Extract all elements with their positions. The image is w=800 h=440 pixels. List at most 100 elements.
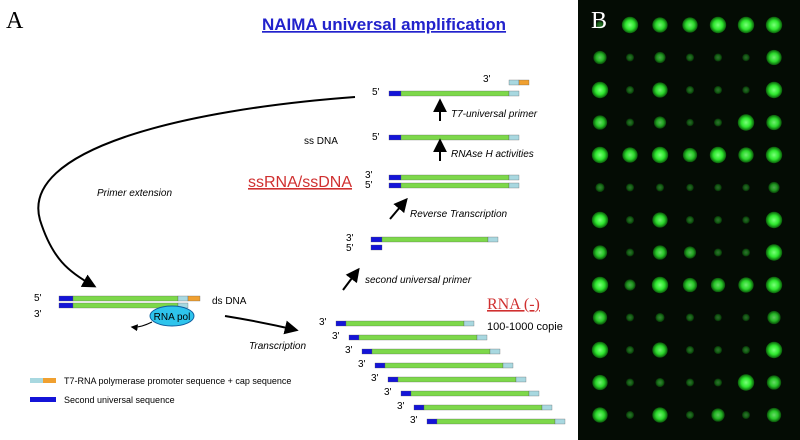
strand-rt-top (370, 236, 499, 243)
microarray-spot (625, 378, 635, 387)
microarray-spot (655, 312, 665, 323)
panel-b-letter: B (591, 8, 607, 34)
arrow-reverse-transcription (389, 197, 408, 220)
strand-rna-copy (348, 334, 488, 341)
strand-end-label: 5' (346, 243, 354, 254)
second-universal-segment (370, 236, 383, 243)
second-universal-segment (374, 362, 386, 369)
microarray-spot (686, 183, 694, 192)
microarray-spot (625, 345, 635, 355)
microarray-spot (685, 215, 695, 225)
cap-segment (187, 295, 201, 302)
t7-promoter-segment (508, 79, 520, 86)
microarray-spot (741, 345, 751, 355)
cap-segment (518, 79, 530, 86)
strand-end-label: 3' (410, 415, 418, 426)
t7-promoter-segment (487, 236, 499, 243)
microarray-spot (737, 114, 755, 131)
microarray-spot (714, 183, 722, 192)
microarray-spot (682, 277, 698, 293)
microarray-spot (682, 147, 698, 163)
microarray-spot (622, 147, 638, 163)
strand-end-label: 3' (332, 331, 340, 342)
rna-pol-arrow (130, 321, 153, 332)
microarray-spot (738, 277, 754, 293)
strand-rt-primer (370, 244, 383, 251)
microarray-spot (654, 51, 666, 64)
microarray-spot (592, 115, 608, 130)
microarray-spot (709, 146, 727, 164)
strand-end-label: 3' (346, 233, 354, 244)
sequence-segment (400, 182, 510, 189)
microarray-spot (592, 407, 608, 423)
second-universal-segment (426, 418, 438, 425)
microarray-spot (713, 118, 723, 127)
microarray-spot (742, 216, 750, 224)
microarray-spot (714, 313, 722, 322)
t7-promoter-segment (508, 174, 520, 181)
microarray-spot (713, 53, 723, 62)
microarray-spot (765, 16, 783, 34)
microarray-spot (685, 345, 695, 355)
heading-rna-minus: RNA (-) (487, 296, 540, 313)
sequence-segment (358, 334, 478, 341)
sequence-segment (410, 390, 530, 397)
second-universal-segment (388, 90, 402, 97)
microarray-spot (768, 181, 780, 194)
microarray-spot (655, 377, 665, 388)
microarray-spot (591, 341, 609, 359)
second-universal-segment (348, 334, 360, 341)
microarray-spot (765, 341, 783, 359)
sequence-segment (400, 134, 510, 141)
microarray-spot (625, 313, 635, 322)
microarray-spot (625, 410, 635, 420)
microarray-spot (683, 246, 697, 259)
second-universal-segment (361, 348, 373, 355)
sequence-segment (423, 404, 543, 411)
microarray-spot (625, 183, 635, 192)
sequence-segment (384, 362, 504, 369)
arrow-second-primer (342, 267, 360, 291)
microarray-spot (593, 50, 607, 65)
microarray-spot (737, 16, 755, 34)
arrow-transcription (224, 315, 299, 335)
microarray-spot (766, 49, 782, 66)
t7-promoter-segment (476, 334, 488, 341)
microarray-spot (685, 313, 695, 322)
rna-pol: RNA pol (130, 305, 195, 332)
t7-promoter-segment (508, 182, 520, 189)
microarray-spot (685, 410, 695, 420)
second-universal-segment (388, 182, 402, 189)
legend-cap-swatch (43, 378, 56, 383)
microarray-spot (591, 146, 609, 164)
second-universal-segment (370, 244, 383, 251)
strand-end-label: 3' (365, 170, 373, 181)
microarray-spots (591, 16, 783, 423)
microarray-spot (652, 342, 668, 358)
microarray-spot (651, 146, 669, 164)
panel-a-letter: A (6, 8, 24, 34)
strand-ss-bottom (388, 182, 520, 189)
strand-end-label: 3' (34, 309, 42, 320)
strand-end-label: 3' (358, 359, 366, 370)
t7-promoter-segment (515, 376, 527, 383)
strand-end-label: 5' (372, 132, 380, 143)
microarray-spot (742, 313, 750, 322)
step-transcription: Transcription (249, 341, 306, 352)
strand-rna-copy (426, 418, 566, 425)
sequence-segment (400, 90, 510, 97)
microarray-spot (765, 276, 783, 294)
microarray-spot (713, 248, 723, 257)
strand-end-label: 5' (34, 293, 42, 304)
legend-t7-swatch (30, 378, 43, 383)
strand-end-label: 3' (345, 345, 353, 356)
microarray-spot (625, 53, 635, 62)
microarray-spot (591, 276, 609, 294)
microarray-spot (713, 378, 723, 387)
microarray-spot (592, 245, 608, 260)
microarray-spot (742, 183, 750, 192)
microarray-spot (625, 118, 635, 127)
second-universal-segment (387, 376, 399, 383)
sequence-segment (345, 320, 465, 327)
